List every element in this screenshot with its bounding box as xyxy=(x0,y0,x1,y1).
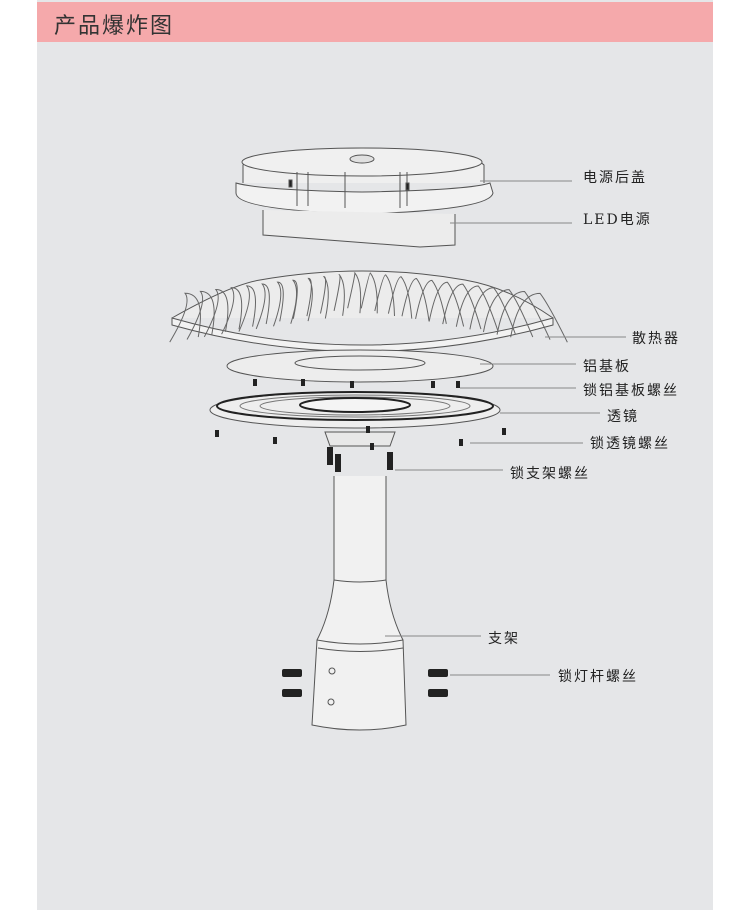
heat-sink-fin xyxy=(169,292,201,343)
screw-icon xyxy=(366,426,370,433)
heat-sink-fin xyxy=(482,289,534,338)
label-heat-sink: 散热器 xyxy=(632,331,680,347)
pole-screw-icon xyxy=(428,669,448,677)
heat-sink-fin xyxy=(455,285,499,332)
page-title: 产品爆炸图 xyxy=(54,14,175,39)
heat-sink-fin xyxy=(319,276,329,319)
bracket-screw-icon xyxy=(387,452,393,470)
label-bracket: 支架 xyxy=(488,631,520,647)
heat-sink-fin xyxy=(347,272,362,314)
label-lens-screws: 锁透镜螺丝 xyxy=(590,436,670,452)
screw-icon xyxy=(215,430,219,437)
pole-screw-icon xyxy=(282,689,302,697)
heat-sink-fin xyxy=(401,278,430,322)
label-bracket-screws: 锁支架螺丝 xyxy=(510,466,590,482)
pole-screw-icon xyxy=(428,689,448,697)
heat-sink-fin xyxy=(469,287,516,335)
screw-icon xyxy=(301,379,305,386)
heat-sink-fin xyxy=(238,285,256,332)
heat-sink-fin xyxy=(442,283,482,330)
bracket-screw-icon xyxy=(335,454,341,472)
heat-sink-fin xyxy=(360,272,378,314)
heat-sink-fin xyxy=(496,291,551,340)
heat-sink-fin xyxy=(255,283,270,330)
screw-icon xyxy=(459,439,463,446)
screw-icon xyxy=(253,379,257,386)
pole-screw-icon xyxy=(282,669,302,677)
heat-sink-fin xyxy=(290,279,298,324)
heat-sink-fin xyxy=(510,292,568,343)
leader-lines xyxy=(385,180,626,676)
heat-sink-part xyxy=(169,270,568,352)
lens-part xyxy=(209,391,501,429)
bracket-screw-icon xyxy=(327,447,333,465)
screw-icon xyxy=(273,437,277,444)
bracket-part xyxy=(311,476,407,731)
heat-sink-fin xyxy=(428,281,465,327)
aluminum-board-part xyxy=(226,349,494,383)
heat-sink-fin xyxy=(221,287,243,335)
led-driver-part xyxy=(262,210,456,248)
heat-sink-fin xyxy=(333,274,345,316)
rear-cover-part xyxy=(235,147,494,215)
screw-icon xyxy=(350,381,354,388)
hub-part xyxy=(324,431,396,447)
label-rear-cover: 电源后盖 xyxy=(583,170,647,186)
heat-sink-fin xyxy=(415,279,447,324)
label-lens: 透镜 xyxy=(607,409,639,425)
label-aluminum-board: 铝基板 xyxy=(583,359,631,375)
heat-sink-fin xyxy=(374,274,395,317)
heat-sink-fin xyxy=(203,289,229,338)
screws-group xyxy=(215,379,506,697)
label-pole-screws: 锁灯杆螺丝 xyxy=(558,669,638,685)
heat-sink-fin xyxy=(306,277,313,322)
header-bar: 产品爆炸图 xyxy=(37,2,713,42)
heat-sink-fin xyxy=(387,276,413,319)
screw-icon xyxy=(431,381,435,388)
label-led-driver: LED电源 xyxy=(583,212,652,228)
heat-sink-fin xyxy=(273,281,284,327)
screw-icon xyxy=(502,428,506,435)
heat-sink-fin xyxy=(186,290,215,340)
screw-icon xyxy=(370,443,374,450)
screw-icon xyxy=(456,381,460,388)
label-aluminum-board-screws: 锁铝基板螺丝 xyxy=(583,383,679,399)
